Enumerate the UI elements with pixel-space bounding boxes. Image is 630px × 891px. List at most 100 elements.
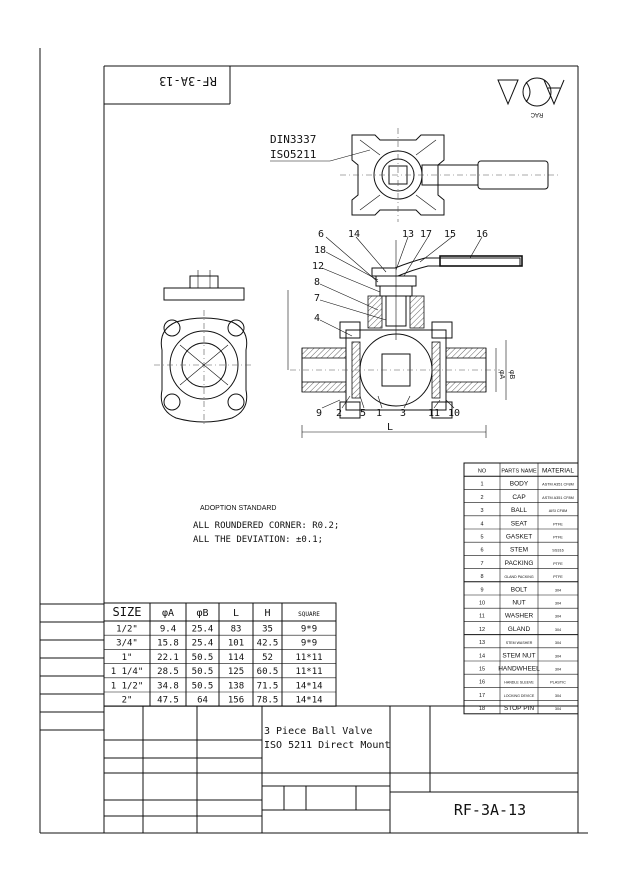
size-header-2: φB [196,608,208,619]
parts-cell: 304 [555,615,561,619]
parts-cell: PACKING [505,560,534,567]
callout-13: 13 [402,229,414,240]
callout-5: 5 [360,408,366,419]
adoption-heading: ADOPTION STANDARD [200,505,277,512]
parts-cell: 304 [555,707,561,711]
parts-cell: 304 [555,628,561,632]
parts-cell: 3 [480,508,483,514]
size-cell: 3/4" [116,639,138,649]
parts-cell: STOP PIN [504,705,534,712]
rounded-corner-note: ALL ROUNDERED CORNER: R0.2; [193,521,339,531]
size-cell: 114 [228,653,244,663]
part-callouts: 6 14 13 17 15 16 18 12 8 7 4 9 2 5 1 3 1… [312,229,488,419]
size-cell: 25.4 [192,625,214,635]
callout-4: 4 [314,313,320,324]
size-cell: 71.5 [257,681,279,691]
size-cell: 28.5 [157,667,179,677]
size-cell: 1 1/2" [111,681,144,691]
parts-cell: NUT [512,600,525,607]
callout-1: 1 [376,408,382,419]
parts-cell: 9 [480,587,483,593]
size-cell: 156 [228,696,244,706]
size-cell: 15.8 [157,639,179,649]
size-header-3: L [233,608,239,619]
length-dimension-label: L [387,422,393,433]
size-cell: 101 [228,639,244,649]
parts-cell: 17 [479,693,485,699]
size-header-0: SIZE [113,605,142,619]
size-cell: 50.5 [192,653,214,663]
parts-cell: 4 [480,521,483,527]
size-cell: 138 [228,681,244,691]
callout-7: 7 [314,293,320,304]
title-block: 3 Piece Ball Valve ISO 5211 Direct Mount… [104,705,578,833]
parts-header-1: PARTS NAME [501,469,537,475]
parts-cell: PTFE [553,575,563,579]
callout-9: 9 [316,408,322,419]
size-cell: 1/2" [116,625,138,635]
company-logo: RAC [497,77,565,117]
size-cell: 1 1/4" [111,667,144,677]
parts-cell: HANDLE SLEEVE [504,681,534,685]
parts-cell: 1 [480,482,483,488]
revision-margin-rows [40,603,104,731]
parts-cell: 14 [479,653,485,659]
parts-cell: 304 [555,668,561,672]
callout-8: 8 [314,277,320,288]
parts-cell: WASHER [505,613,534,620]
parts-cell: PTFE [553,522,563,526]
size-cell: 14*14 [295,696,322,706]
product-title-line1: 3 Piece Ball Valve [264,726,372,737]
size-cell: 50.5 [192,667,214,677]
iso-standard-label: ISO5211 [270,148,316,161]
size-cell: 25.4 [192,639,214,649]
size-header-4: H [264,608,270,619]
parts-cell: 10 [479,601,485,607]
callout-14: 14 [348,229,360,240]
parts-header-2: MATERIAL [542,468,574,475]
parts-cell: 304 [555,602,561,606]
size-cell: 52 [262,653,273,663]
size-cell: 9*9 [301,625,317,635]
size-cell: 47.5 [157,696,179,706]
size-cell: 50.5 [192,681,214,691]
side-view-flange [154,270,254,425]
parts-cell: GASKET [506,534,532,541]
size-cell: 64 [197,696,208,706]
size-cell: 78.5 [257,696,279,706]
parts-cell: 8 [480,574,483,580]
parts-cell: SEAT [511,520,528,527]
size-cell: 9*9 [301,639,317,649]
parts-cell: GLAND PACKING [504,575,533,579]
parts-cell: 304 [555,588,561,592]
size-cell: 1" [122,653,133,663]
callout-18: 18 [314,245,326,256]
parts-cell: 15 [479,667,485,673]
parts-cell: ASTM A351 CF8M [542,496,574,500]
deviation-note: ALL THE DEVIATION: ±0.1; [193,535,323,545]
size-cell: 83 [231,625,242,635]
callout-17: 17 [420,229,432,240]
parts-cell: STEM WASHER [506,641,533,645]
callout-10: 10 [448,408,460,419]
parts-cell: BOLT [511,586,528,593]
top-view-mount [340,128,560,222]
parts-cell: ASTM A351 CF8M [542,483,574,487]
size-cell: 125 [228,667,244,677]
parts-cell: 7 [480,561,483,567]
size-cell: 35 [262,625,273,635]
parts-cell: 16 [479,680,485,686]
size-cell: 14*14 [295,681,322,691]
parts-cell: 13 [479,640,485,646]
parts-cell: BODY [510,481,529,488]
parts-cell: 12 [479,627,485,633]
parts-cell: GLAND [508,626,531,633]
parts-cell: SS316 [552,549,563,553]
parts-cell: 11 [479,614,485,620]
top-drawing-code: RF-3A-13 [159,74,217,88]
parts-cell: STEM NUT [502,652,535,659]
phi-b-dimension-label: φB [508,370,515,380]
size-cell: 11*11 [295,653,322,663]
callout-3: 3 [400,408,406,419]
